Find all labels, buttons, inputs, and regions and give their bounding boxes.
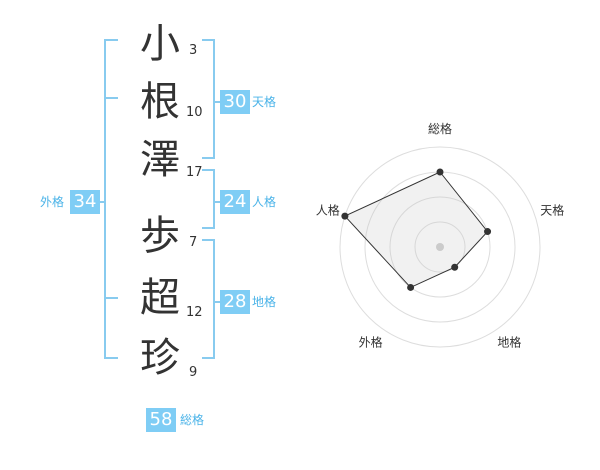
chikaku-label: 地格 [252, 295, 277, 309]
tenkaku-label: 天格 [252, 95, 277, 109]
gaikaku-label: 外格 [40, 195, 65, 209]
stroke-count-6: 9 [189, 365, 198, 380]
radar-axis-label-3: 地格 [497, 334, 521, 349]
gaikaku-bracket [104, 39, 118, 359]
radar-point-2 [484, 228, 492, 236]
jinkaku-value: 24 [220, 190, 250, 214]
radar-axis-label-1: 総格 [428, 121, 452, 136]
name-char-2: 根 [140, 79, 180, 125]
stroke-count-1: 3 [189, 43, 198, 58]
name-char-5: 超 [140, 275, 180, 321]
jinkaku-label: 人格 [252, 195, 277, 209]
radar-area [344, 171, 489, 289]
chikaku-value: 28 [220, 290, 250, 314]
chikaku-bracket [202, 239, 215, 359]
radar-center-dot [436, 243, 444, 251]
radar-axis-label-5: 人格 [316, 203, 340, 218]
soukaku-value: 58 [146, 408, 176, 432]
stroke-count-4: 7 [189, 235, 198, 250]
radar-point-3 [451, 263, 459, 271]
name-char-4: 歩 [140, 213, 180, 259]
radar-axis-label-4: 外格 [359, 334, 383, 349]
name-char-3: 澤 [140, 137, 180, 183]
radar-point-1 [436, 168, 444, 176]
stroke-count-2: 10 [186, 105, 203, 120]
soukaku-label: 総格 [180, 413, 205, 427]
jinkaku-bracket [202, 169, 215, 229]
radar-axis-label-2: 天格 [540, 203, 564, 218]
stroke-count-3: 17 [186, 165, 203, 180]
tenkaku-value: 30 [220, 90, 250, 114]
stroke-count-5: 12 [186, 305, 203, 320]
name-char-1: 小 [140, 21, 180, 67]
radar-point-5 [341, 212, 349, 220]
tenkaku-bracket [202, 39, 215, 159]
gaikaku-value: 34 [70, 190, 100, 214]
name-char-6: 珍 [140, 335, 180, 381]
radar-point-4 [407, 283, 415, 291]
